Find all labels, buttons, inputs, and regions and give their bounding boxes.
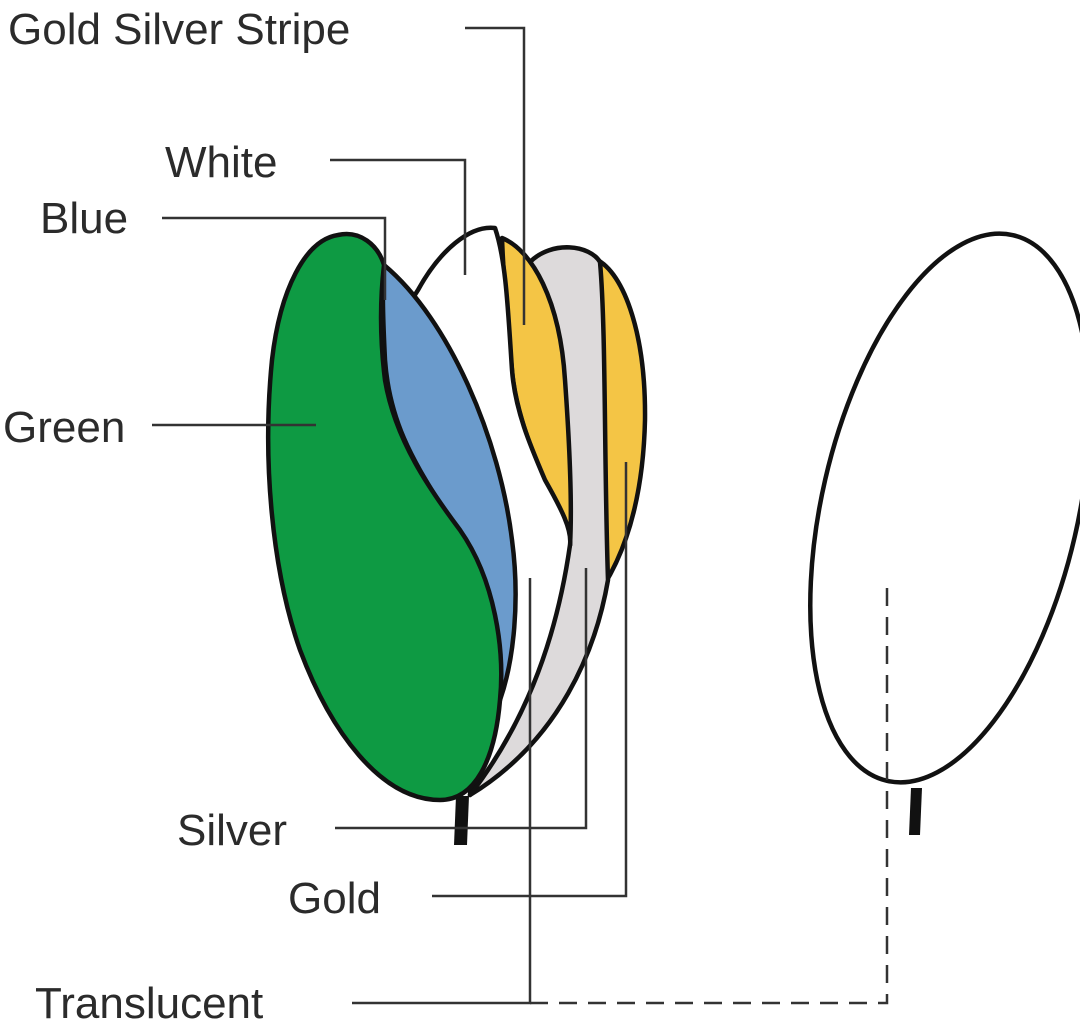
label-gold: Gold <box>288 874 381 923</box>
label-translucent: Translucent <box>35 979 263 1025</box>
label-green: Green <box>3 403 125 452</box>
left-stem <box>454 796 469 845</box>
leader-blue <box>162 216 387 300</box>
translucent-blade <box>808 231 1080 785</box>
leader-gold-silver-stripe <box>465 26 526 325</box>
leader-silver <box>335 568 588 830</box>
leader-gold <box>432 462 628 898</box>
label-gold-silver-stripe: Gold Silver Stripe <box>8 5 350 54</box>
label-blue: Blue <box>40 194 128 243</box>
leader-translucent-dashed <box>530 578 889 1005</box>
leader-white <box>330 158 467 275</box>
label-silver: Silver <box>177 806 287 855</box>
green-blade <box>266 231 504 803</box>
right-stem <box>909 788 922 835</box>
label-white: White <box>165 138 277 187</box>
